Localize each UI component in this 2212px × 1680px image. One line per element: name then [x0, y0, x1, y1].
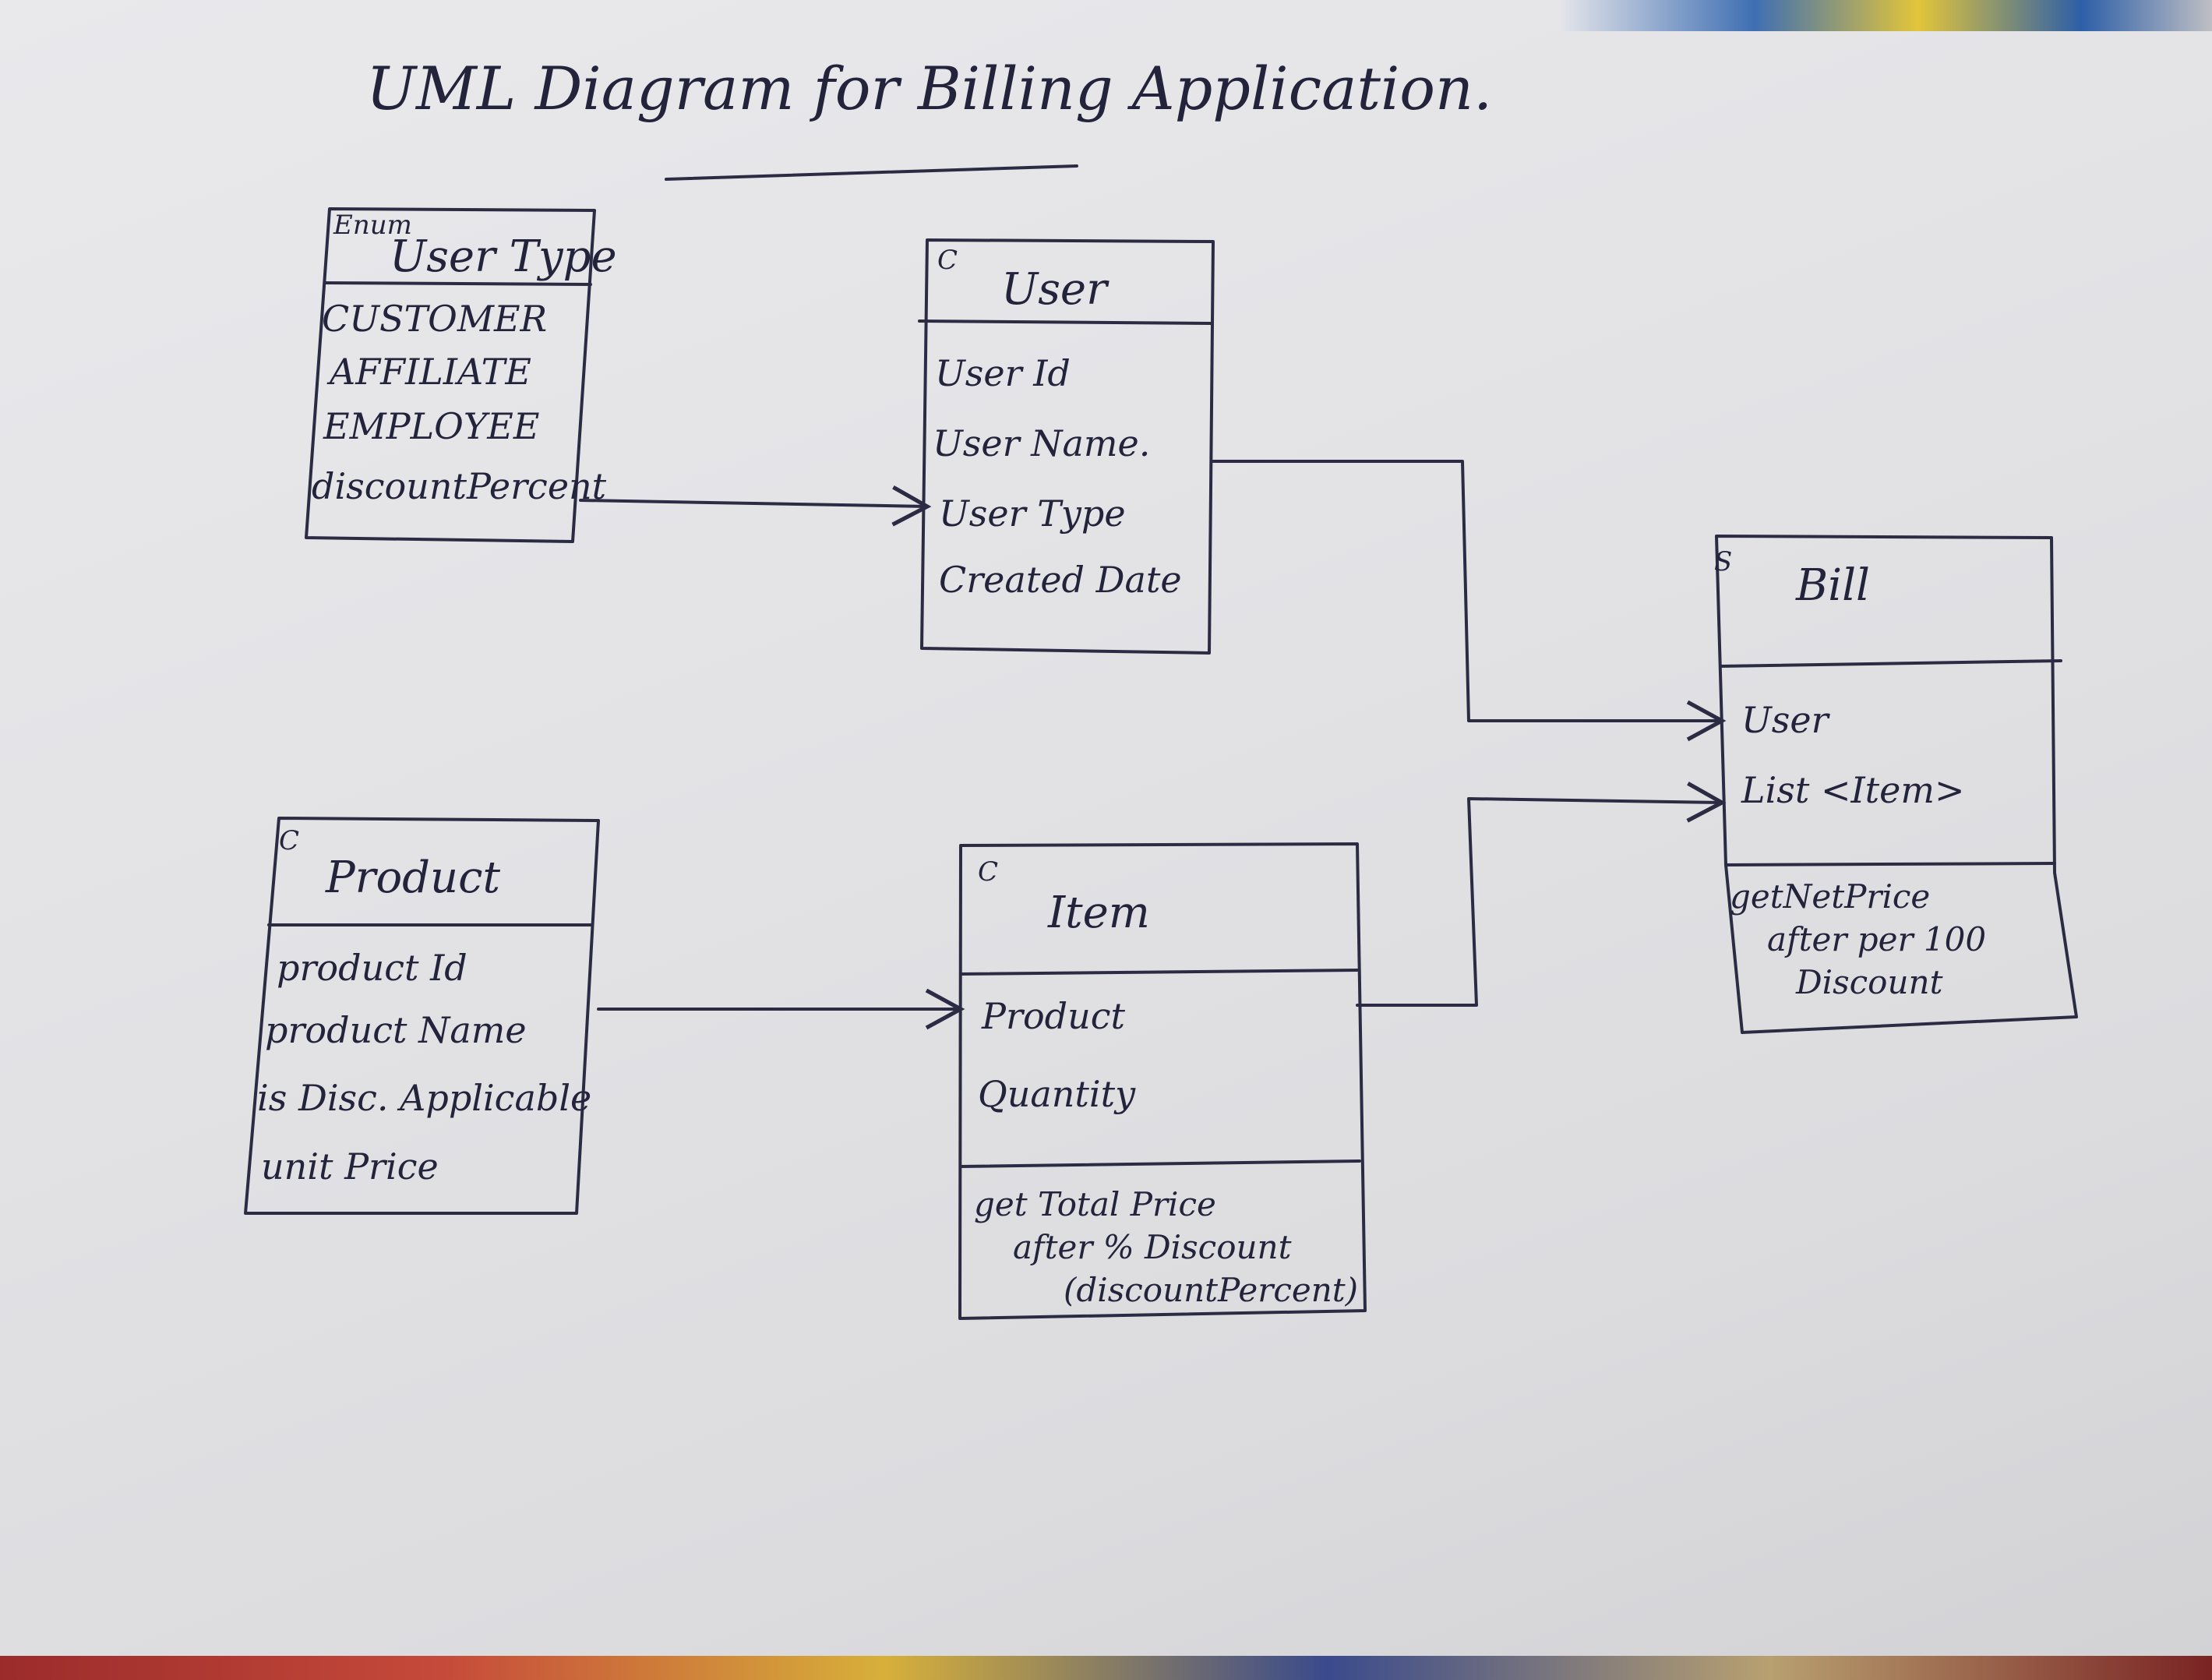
class-product-attribute: unit Price — [261, 1145, 439, 1188]
background-table-edge — [0, 1656, 2212, 1680]
class-item-divider-2 — [959, 1159, 1361, 1168]
class-item-stereotype: C — [978, 856, 998, 888]
title-underline — [665, 164, 1078, 181]
class-usertype-name: User Type — [390, 231, 617, 282]
class-usertype-divider — [324, 281, 592, 286]
class-product-box — [244, 817, 600, 1215]
class-bill: S Bill User List <Item> getNetPrice afte… — [1714, 535, 2078, 1034]
class-usertype-stereotype: Enum — [333, 210, 412, 241]
arrow-user-to-bill — [1212, 460, 1727, 742]
class-bill-method: Discount — [1795, 963, 1943, 1001]
class-bill-attribute: User — [1741, 699, 1831, 741]
class-bill-divider-1 — [1719, 659, 2062, 668]
class-product-attribute: product Name — [265, 1009, 527, 1051]
class-product-name: Product — [325, 852, 500, 903]
class-item-method: (discountPercent) — [1064, 1271, 1358, 1309]
class-item: C Item Product Quantity get Total Price … — [958, 842, 1367, 1320]
class-user-name: User — [1001, 264, 1110, 315]
class-user-stereotype: C — [937, 245, 958, 276]
class-bill-method: after per 100 — [1767, 920, 1986, 958]
class-user-attribute: User Type — [939, 492, 1126, 535]
class-user-attribute: Created Date — [939, 559, 1182, 601]
class-user-attribute: User Id — [935, 352, 1071, 394]
class-bill-name: Bill — [1795, 560, 1870, 611]
class-product: C Product product Id product Name is Dis… — [244, 817, 600, 1215]
class-product-attribute: is Disc. Applicable — [257, 1077, 591, 1119]
class-item-divider-1 — [959, 969, 1359, 976]
enum-value: discountPercent — [312, 465, 607, 507]
class-bill-divider-2 — [1724, 862, 2056, 866]
class-bill-attribute: List <Item> — [1741, 769, 1965, 811]
class-item-method: get Total Price — [974, 1185, 1216, 1223]
arrow-item-to-bill — [1356, 782, 1727, 1007]
background-poster — [1558, 0, 2212, 31]
arrow-usertype-to-user — [579, 485, 932, 527]
class-product-stereotype: C — [279, 825, 299, 856]
enum-value: EMPLOYEE — [323, 405, 539, 447]
class-bill-stereotype: S — [1714, 546, 1732, 577]
class-user: C User User Id User Name. User Type Crea… — [918, 238, 1215, 655]
diagram-title: UML Diagram for Billing Application. — [366, 54, 1492, 123]
enum-value: CUSTOMER — [322, 298, 547, 340]
class-product-attribute: product Id — [277, 947, 467, 989]
class-item-box — [958, 842, 1367, 1320]
enum-value: AFFILIATE — [326, 351, 531, 393]
class-item-name: Item — [1047, 888, 1150, 938]
class-item-attribute: Product — [981, 995, 1125, 1037]
class-usertype: Enum User Type CUSTOMER AFFILIATE EMPLOY… — [305, 207, 617, 543]
class-user-divider — [918, 319, 1213, 325]
class-usertype-box — [305, 207, 596, 543]
class-user-attribute: User Name. — [933, 422, 1150, 464]
class-item-method: after % Discount — [1013, 1228, 1292, 1266]
class-item-attribute: Quantity — [978, 1073, 1136, 1115]
class-bill-method: getNetPrice — [1730, 877, 1930, 916]
